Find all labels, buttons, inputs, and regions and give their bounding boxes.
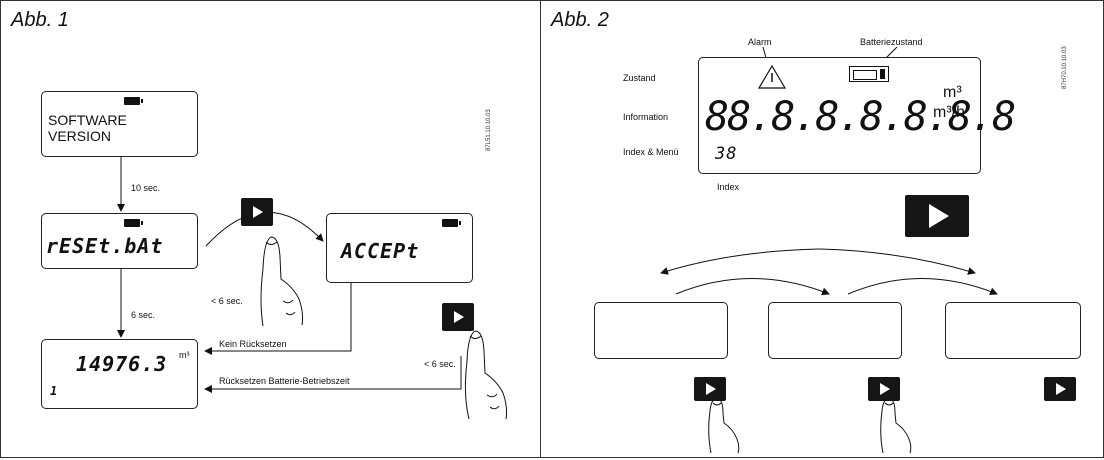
play-button-icon[interactable] (442, 303, 474, 331)
label-index-menu: Index & Menü (623, 147, 679, 157)
accept-segment-text: ACCEPt (341, 239, 419, 263)
label-index: Index (717, 182, 739, 192)
volume-value: 14976.3 (76, 352, 167, 376)
display-index: 38 (715, 144, 737, 164)
reset-segment-text: rESEt.bAt (46, 234, 163, 258)
unit-m3: m³ (943, 84, 962, 102)
label-kein-ruecksetzen: Kein Rücksetzen (219, 339, 287, 349)
battery-status-icon (849, 66, 889, 82)
version-label: VERSION (48, 128, 127, 144)
finger-press-icon (465, 331, 506, 419)
unit-m3h: m³/h (933, 104, 965, 122)
play-button-icon[interactable] (905, 195, 969, 237)
finger-press-icon (261, 237, 303, 326)
lcd-software-version: SOFTWARE VERSION (41, 91, 198, 157)
alarm-triangle-icon (757, 64, 787, 90)
play-button-icon[interactable] (241, 198, 273, 226)
label-lt-6-sec-top: < 6 sec. (211, 296, 243, 306)
play-button-icon[interactable] (1044, 377, 1076, 401)
finger-press-icon (881, 398, 911, 453)
label-batteriezustand: Batteriezustand (860, 37, 923, 47)
figure-1-panel: Abb. 1 87L51.10.10.03 (0, 0, 541, 458)
battery-icon (124, 219, 140, 227)
battery-icon (124, 97, 140, 105)
menu-box-3 (945, 302, 1081, 359)
lcd-accept: ACCEPt (326, 213, 473, 283)
label-alarm: Alarm (748, 37, 772, 47)
menu-box-1 (594, 302, 728, 359)
label-ruecksetzen-batterie: Rücksetzen Batterie-Betriebszeit (219, 376, 350, 386)
label-zustand: Zustand (623, 73, 656, 83)
main-lcd-display: 88.8.8.8.8.8.8 m³ m³/h 38 (698, 57, 981, 174)
finger-press-icon (709, 398, 739, 453)
display-digits: 88.8.8.8.8.8.8 (705, 94, 1014, 140)
lcd-volume-value: 14976.3 m³ 1 (41, 339, 198, 409)
label-lt-6-sec-bottom: < 6 sec. (424, 359, 456, 369)
index-value: 1 (50, 384, 58, 398)
label-10-sec: 10 sec. (131, 183, 160, 193)
play-button-icon[interactable] (868, 377, 900, 401)
menu-box-2 (768, 302, 902, 359)
label-6-sec: 6 sec. (131, 310, 155, 320)
figure-2-panel: Abb. 2 87H70.10.10.03 Alarm Batteriezust… (540, 0, 1104, 458)
battery-icon (442, 219, 458, 227)
lcd-reset-battery: rESEt.bAt (41, 213, 198, 269)
volume-unit: m³ (179, 350, 190, 360)
label-information: Information (623, 112, 668, 122)
play-button-icon[interactable] (694, 377, 726, 401)
software-label: SOFTWARE (48, 112, 127, 128)
